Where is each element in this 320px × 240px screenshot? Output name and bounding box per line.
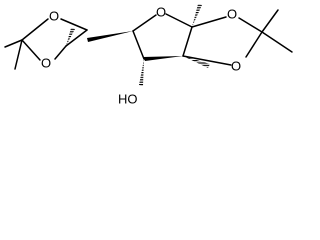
bond-methyl-left-2 bbox=[14, 39, 23, 70]
bond-of2-c2 bbox=[182, 55, 232, 66]
bond-oring-c1 bbox=[165, 13, 193, 28]
bond-oa-cmeleft bbox=[21, 18, 49, 41]
bond-methyl-left-1 bbox=[4, 39, 23, 48]
hash-c1-h bbox=[192, 4, 202, 27]
bond-ob-cring bbox=[54, 45, 67, 60]
wedge-c2-c3 bbox=[143, 56, 183, 61]
atom-hydroxyl: HO bbox=[118, 91, 138, 106]
wedge-c4-c5 bbox=[87, 31, 133, 42]
atom-o-fused-lower: O bbox=[231, 58, 241, 73]
atom-o-furanose-ring: O bbox=[156, 4, 166, 19]
bond-cme-of2 bbox=[245, 31, 263, 58]
bond-cring-ch2 bbox=[65, 29, 88, 47]
atom-o-fused-upper: O bbox=[227, 6, 237, 21]
bond-c4-oring bbox=[132, 14, 157, 32]
atom-o-dioxolane-upper: O bbox=[49, 8, 59, 23]
hash-c2-h bbox=[183, 56, 210, 68]
atom-labels: O O O O O HO bbox=[41, 4, 241, 106]
bond-ch2-oa bbox=[60, 18, 88, 31]
bonds bbox=[4, 4, 293, 86]
bond-cmeleft-ob bbox=[21, 39, 41, 61]
bond-c3-c4 bbox=[132, 30, 145, 60]
bond-methyl-right-1 bbox=[261, 9, 279, 33]
bond-methyl-right-2 bbox=[261, 31, 293, 53]
bond-of1-cme bbox=[238, 17, 263, 33]
atom-o-dioxolane-lower: O bbox=[41, 55, 51, 70]
hash-c3-oh bbox=[139, 59, 144, 86]
hash-cring-h bbox=[66, 28, 75, 46]
molecule-structure: O O O O O HO bbox=[4, 4, 293, 106]
bond-c1-c2 bbox=[182, 26, 193, 57]
bond-c1-of1 bbox=[191, 16, 227, 28]
